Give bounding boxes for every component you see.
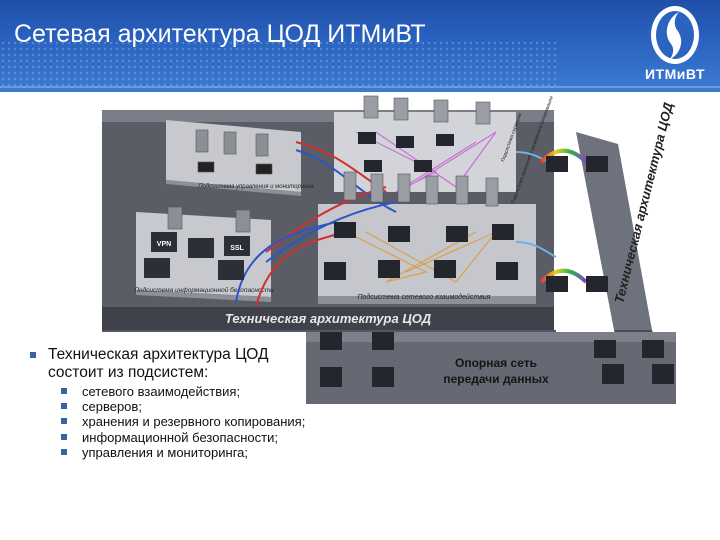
sub-bullet-storage: хранения и резервного копирования; [20,414,310,429]
management-label: Подсистема управления и мониторинга [198,184,314,190]
bullet-main: Техническая архитектура ЦОД состоит из п… [20,346,310,382]
sub-bullet-management: управления и мониторинга; [20,445,310,460]
header-dot-pattern [0,40,560,90]
security-devices [144,206,251,280]
backbone-label-line1: Опорная сеть [455,356,537,370]
backbone-label-line2: передачи данных [443,372,549,386]
sub-bullet-list: сетевого взаимодействия; серверов; хране… [20,384,310,460]
network-label: Подсистема сетевого взаимодействия [357,293,490,301]
rainbow-links [539,148,588,284]
sub-bullet-servers: серверов; [20,399,310,414]
backbone-devices [320,332,674,387]
security-label: Подсистема информационной безопасности [134,286,274,294]
sub-bullet-security: информационной безопасности; [20,430,310,445]
slide-header: Сетевая архитектура ЦОД ИТМиВТ [0,0,720,92]
backbone-network-platform [306,332,676,404]
itmivt-logo: ИТМиВТ [636,4,714,88]
architecture-diagram: Техническая архитектура ЦОД Техническая … [102,95,676,404]
logo-text: ИТМиВТ [644,66,705,82]
management-servers [195,129,273,175]
slide-title: Сетевая архитектура ЦОД ИТМиВТ [14,20,426,48]
logo-emblem-icon [651,6,699,64]
tech-architecture-label: Техническая архитектура ЦОД [225,311,432,326]
vpn-label: VPN [157,241,171,248]
bullet-list: Техническая архитектура ЦОД состоит из п… [20,346,310,460]
ssl-label: SSL [230,245,244,252]
server-towers [343,95,499,207]
network-platform [318,204,536,304]
header-stripe [0,86,720,88]
network-switches [324,132,608,292]
sub-bullet-network: сетевого взаимодействия; [20,384,310,399]
